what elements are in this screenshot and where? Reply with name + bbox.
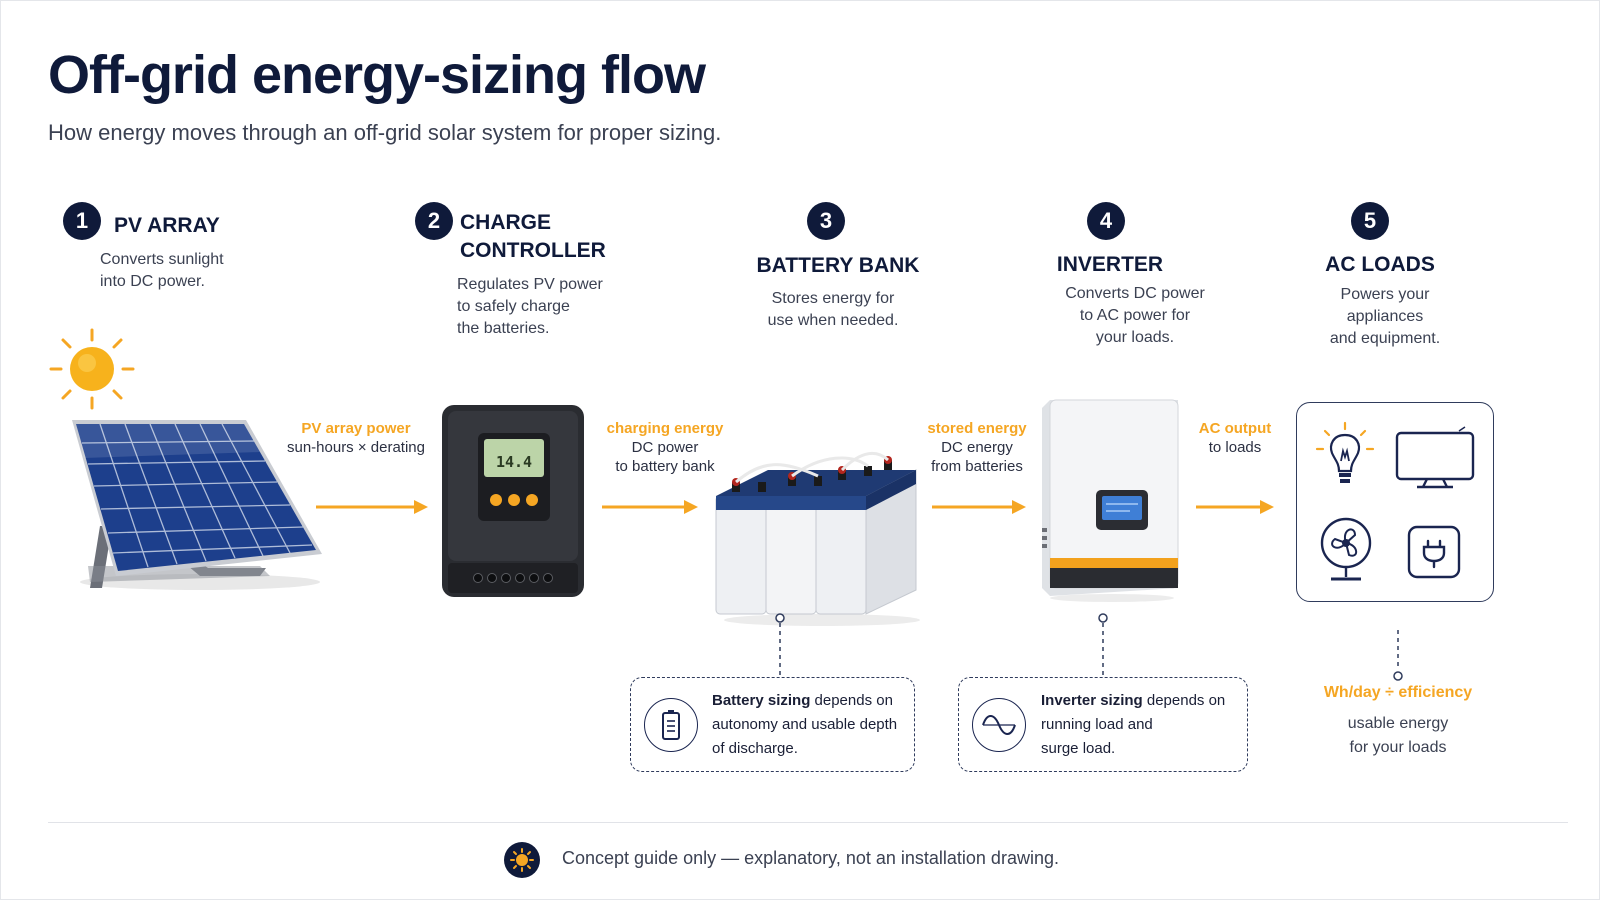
step-4-title: INVERTER [1056,253,1164,276]
flow-4-label: AC output [1198,420,1272,437]
battery-note-connector [775,613,785,678]
step-5-title: AC LOADS [1325,253,1435,276]
footer-divider [48,822,1568,823]
flow-3-label: stored energy [927,420,1027,437]
outlet-icon [1407,525,1461,579]
flow-1-label: PV array power [301,420,411,437]
sine-wave-icon [972,698,1026,752]
controller-display-value: 14.4 [496,453,532,471]
footer-sun-icon [504,842,540,878]
flow-arrow-4 [1196,500,1274,514]
step-3-title: BATTERY BANK [756,254,920,277]
flow-arrow-3 [932,500,1026,514]
battery-icon [644,698,698,752]
tv-icon [1395,426,1475,489]
ac-loads-box [1296,402,1494,602]
flow-arrow-1 [316,500,428,514]
battery-note-text: Battery sizing depends on autonomy and u… [712,692,898,757]
inverter-note-text: Inverter sizing depends on running load … [1041,692,1226,757]
inverter-note-connector [1098,613,1108,678]
footer-note: Concept guide only — explanatory, not an… [562,848,1059,868]
charge-controller-icon: 14.4 [442,405,584,597]
flow-2-label: charging energy [606,420,724,437]
light-bulb-icon [1315,421,1375,483]
step-4-number: 4 [1087,202,1125,240]
loads-output-label: Wh/day ÷ efficiency [1323,684,1473,701]
step-2-number: 2 [415,202,453,240]
step-3-number: 3 [807,202,845,240]
solar-panel-icon [72,420,322,590]
inverter-icon [1042,399,1179,602]
fan-icon [1320,517,1372,581]
inverter-sizing-note: Inverter sizing depends on running load … [958,677,1248,772]
page-title: Off-grid energy-sizing flow [48,45,706,105]
sun-icon [49,328,135,410]
page-subtitle: How energy moves through an off-grid sol… [48,120,722,145]
battery-bank-icon [715,451,920,626]
flow-arrow-2 [602,500,698,514]
step-1-number: 1 [63,202,101,240]
step-5-number: 5 [1351,202,1389,240]
loads-output-connector [1393,630,1403,681]
flow-4-sub: to loads [1208,439,1262,456]
battery-sizing-note: Battery sizing depends on autonomy and u… [630,677,915,772]
flow-1-sub: sun-hours × derating [286,439,425,456]
step-1-title: PV ARRAY [114,214,220,237]
